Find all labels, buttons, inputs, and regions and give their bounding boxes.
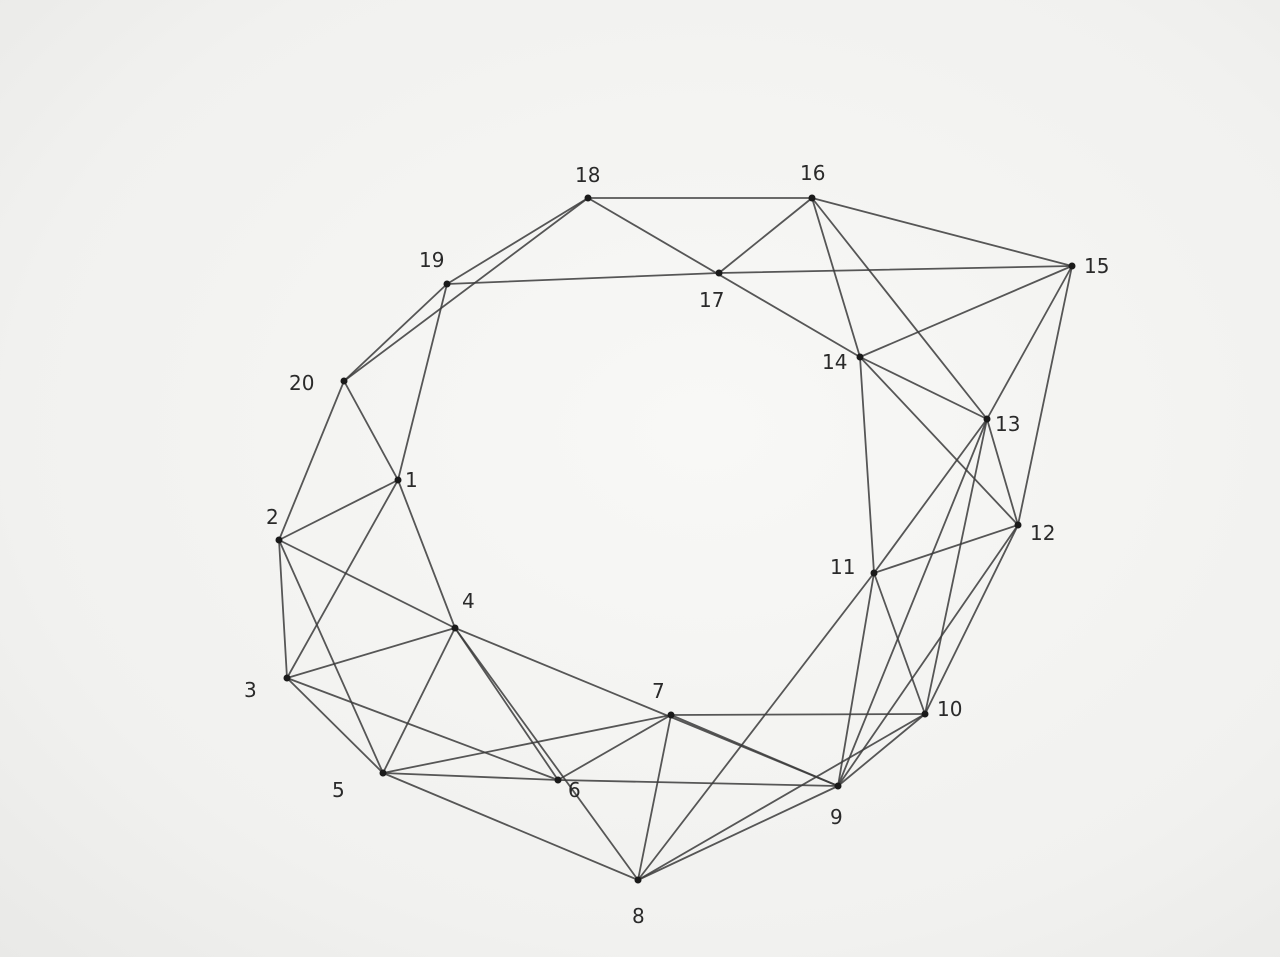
vertex-label-9: 9 — [830, 805, 843, 829]
vertex-label-4: 4 — [462, 589, 475, 613]
vertex-3 — [283, 674, 291, 682]
vertex-12 — [1014, 521, 1022, 529]
edge-6-9 — [557, 779, 839, 787]
vertex-label-3: 3 — [244, 678, 257, 702]
vertex-label-18: 18 — [575, 163, 600, 187]
vertex-layer — [275, 194, 1076, 884]
edge-16-15 — [811, 197, 1073, 267]
edge-13-14 — [859, 356, 988, 420]
vertex-4 — [451, 624, 459, 632]
edge-1-4 — [397, 479, 456, 629]
vertex-label-19: 19 — [419, 248, 444, 272]
vertex-17 — [715, 269, 723, 277]
vertex-15 — [1068, 262, 1076, 270]
vertex-20 — [340, 377, 348, 385]
vertex-1 — [394, 476, 402, 484]
edge-17-16 — [718, 197, 813, 274]
edge-3-6 — [286, 677, 559, 781]
edge-3-5 — [286, 677, 384, 774]
vertex-label-1: 1 — [405, 468, 418, 492]
edge-11-13 — [873, 418, 988, 574]
edge-12-13 — [986, 418, 1019, 526]
vertex-18 — [584, 194, 592, 202]
vertex-16 — [808, 194, 816, 202]
edge-5-8 — [382, 772, 639, 881]
edge-11-12 — [873, 524, 1019, 574]
edge-6-7 — [557, 714, 672, 781]
edge-9-13 — [837, 418, 988, 787]
edge-15-13 — [986, 265, 1073, 420]
vertex-2 — [275, 536, 283, 544]
edge-8-11 — [637, 572, 875, 881]
vertex-label-2: 2 — [266, 505, 279, 529]
vertex-10 — [921, 710, 929, 718]
vertex-7 — [667, 711, 675, 719]
vertex-label-20: 20 — [289, 371, 314, 395]
edge-7-9 — [670, 714, 839, 787]
edge-12-14 — [859, 356, 1019, 526]
edge-16-13 — [811, 197, 988, 420]
edge-19-1 — [397, 283, 448, 481]
edge-18-14 — [587, 197, 861, 358]
vertex-label-15: 15 — [1084, 254, 1109, 278]
edge-4-6 — [454, 627, 559, 781]
edge-layer — [278, 197, 1073, 881]
edge-9-12 — [837, 524, 1019, 787]
edge-5-7 — [382, 714, 672, 774]
vertex-label-5: 5 — [332, 778, 345, 802]
edge-2-1 — [278, 479, 399, 541]
edge-10-13 — [924, 418, 988, 715]
edge-18-20 — [343, 197, 589, 382]
vertex-19 — [443, 280, 451, 288]
edge-18-19 — [446, 197, 589, 285]
vertex-6 — [554, 776, 562, 784]
edge-19-20 — [343, 283, 448, 382]
vertex-11 — [870, 569, 878, 577]
edge-20-2 — [278, 380, 345, 541]
vertex-14 — [856, 353, 864, 361]
edge-2-4 — [278, 539, 456, 629]
edge-11-14 — [859, 356, 875, 574]
edge-3-4 — [286, 627, 456, 679]
vertex-label-13: 13 — [995, 412, 1020, 436]
edge-1-3 — [286, 479, 399, 679]
edge-10-11 — [873, 572, 926, 715]
vertex-label-10: 10 — [937, 697, 962, 721]
vertex-label-12: 12 — [1030, 521, 1055, 545]
vertex-9 — [834, 782, 842, 790]
vertex-label-16: 16 — [800, 161, 825, 185]
edge-4-8 — [454, 627, 639, 881]
vertex-label-7: 7 — [652, 679, 665, 703]
edge-9-10 — [837, 713, 926, 787]
vertex-label-17: 17 — [699, 288, 724, 312]
edge-15-14 — [859, 265, 1073, 358]
vertex-label-6: 6 — [568, 778, 581, 802]
vertex-label-11: 11 — [830, 555, 855, 579]
edge-10-12 — [924, 524, 1019, 715]
edge-5-6 — [382, 772, 559, 781]
vertex-5 — [379, 769, 387, 777]
edge-7-8 — [637, 714, 672, 881]
edge-17-15 — [718, 265, 1073, 274]
edge-9-11 — [837, 572, 875, 787]
edge-2-5 — [278, 539, 384, 774]
edge-4-5 — [382, 627, 456, 774]
edge-8-10 — [637, 713, 926, 881]
edge-8-9 — [637, 785, 839, 881]
edge-15-12 — [1017, 265, 1073, 526]
edge-7-10 — [670, 713, 926, 716]
vertex-8 — [634, 876, 642, 884]
edge-20-1 — [343, 380, 399, 481]
vertex-label-14: 14 — [822, 350, 847, 374]
edge-2-3 — [278, 539, 288, 679]
vertex-13 — [983, 415, 991, 423]
edge-16-14 — [811, 197, 861, 358]
edge-19-17 — [446, 272, 720, 285]
vertex-label-8: 8 — [632, 904, 645, 928]
